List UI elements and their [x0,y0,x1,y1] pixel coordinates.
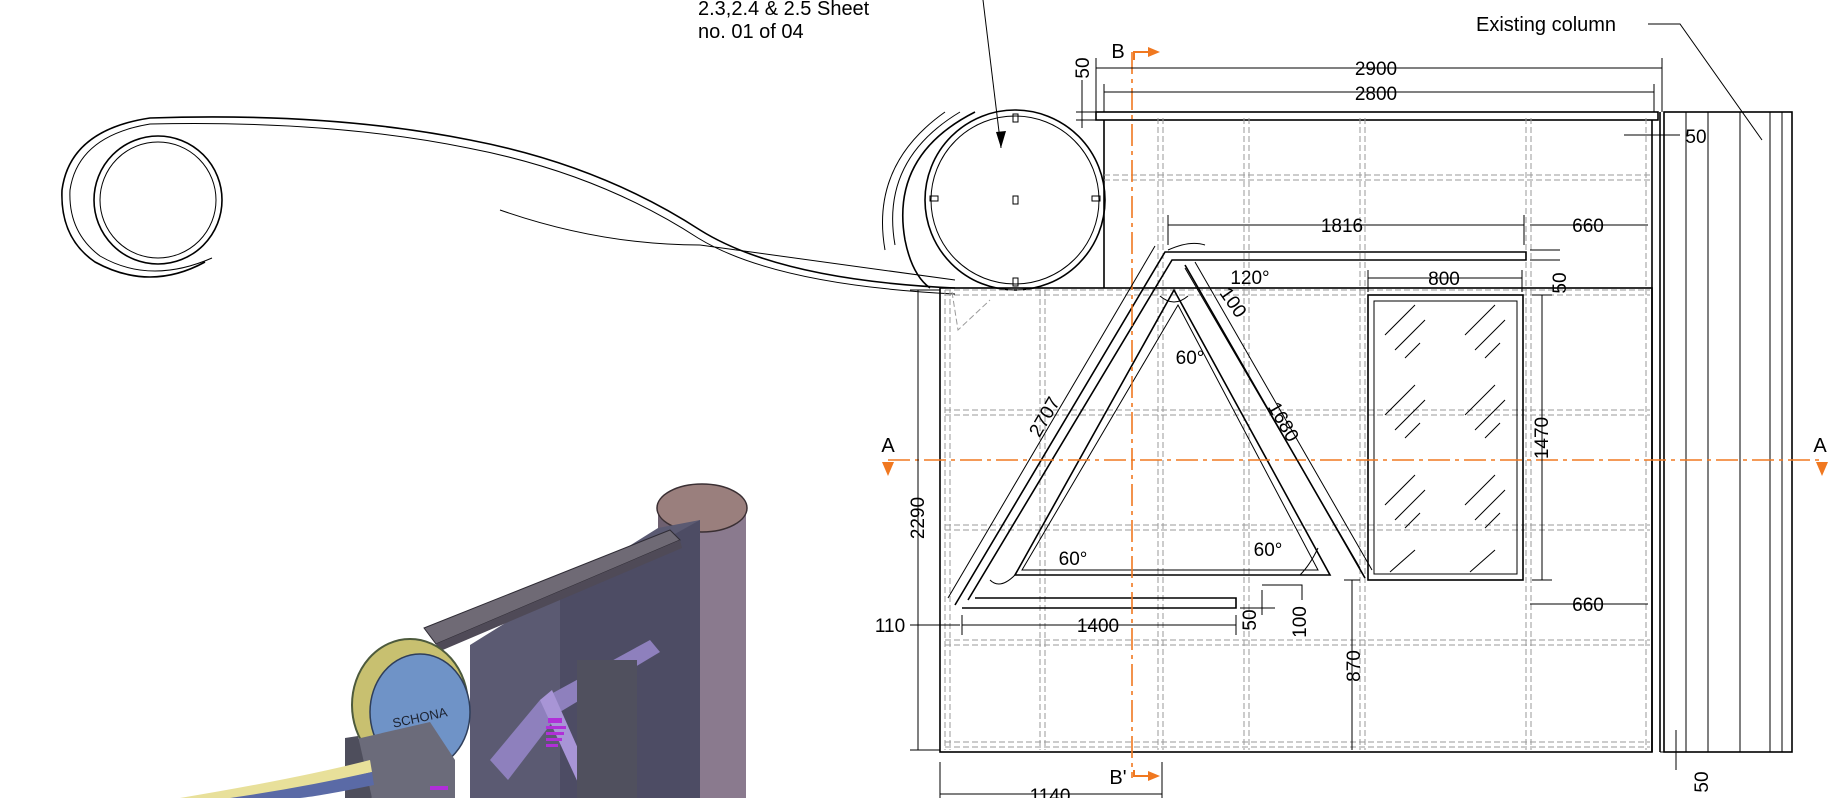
dim-1400: 1400 [1077,616,1119,637]
dim-1816: 1816 [1321,216,1363,237]
dim-100-low: 100 [1290,606,1311,638]
section-b-bottom-arrow [1148,771,1160,781]
reference-note: 2.3,2.4 & 2.5 Sheet no. 01 of 04 [698,0,869,44]
dim-110: 110 [875,616,905,637]
dim-2800: 2800 [1355,84,1397,105]
dim-800: 800 [1428,269,1460,290]
dimension-labels: 2900 2800 50 50 1816 660 800 50 120° 100… [875,57,1713,798]
dim-870: 870 [1344,650,1365,682]
triangle-frame [954,251,1527,609]
existing-column-label: Existing column [1476,14,1616,36]
section-b-bottom-label: B' [1109,767,1126,789]
section-a-right-arrow [1816,462,1828,476]
roundel [882,0,1106,291]
drawing-labels: Existing column A A B B' [881,14,1827,789]
dim-1470: 1470 [1532,417,1553,459]
section-b-top-arrow [1148,47,1160,57]
dim-50-low: 50 [1240,609,1261,630]
section-a-left-label: A [881,435,895,457]
angle-60-top: 60° [1176,348,1205,369]
angle-60-left: 60° [1059,549,1088,570]
dim-50-right: 50 [1685,127,1706,148]
dimension-lines [910,23,1763,798]
dim-50-mid: 50 [1550,272,1571,293]
window [1367,294,1524,581]
reference-note-line2: no. 01 of 04 [698,21,804,43]
dim-2900: 2900 [1355,59,1397,80]
dim-2290: 2290 [908,497,929,539]
dim-50-top: 50 [1073,57,1094,78]
section-lines [882,47,1828,781]
panel-grid [944,118,1650,750]
main-panel [939,111,1793,753]
dim-1140: 1140 [1030,786,1071,798]
section-a-right-label: A [1813,435,1827,457]
section-a-left-arrow [882,462,894,476]
angle-60-right: 60° [1254,540,1283,561]
section-b-top-label: B [1111,41,1124,63]
dim-660-top: 660 [1572,216,1604,237]
reference-note-line1: 2.3,2.4 & 2.5 Sheet [698,0,870,20]
dim-660-low: 660 [1572,595,1604,616]
angle-120: 120° [1230,268,1269,289]
dim-2707: 2707 [1026,394,1065,441]
dim-50-bottom: 50 [1692,771,1713,792]
sign-3d-render: SCHONA [180,483,748,798]
scroll-swoosh [61,116,956,295]
